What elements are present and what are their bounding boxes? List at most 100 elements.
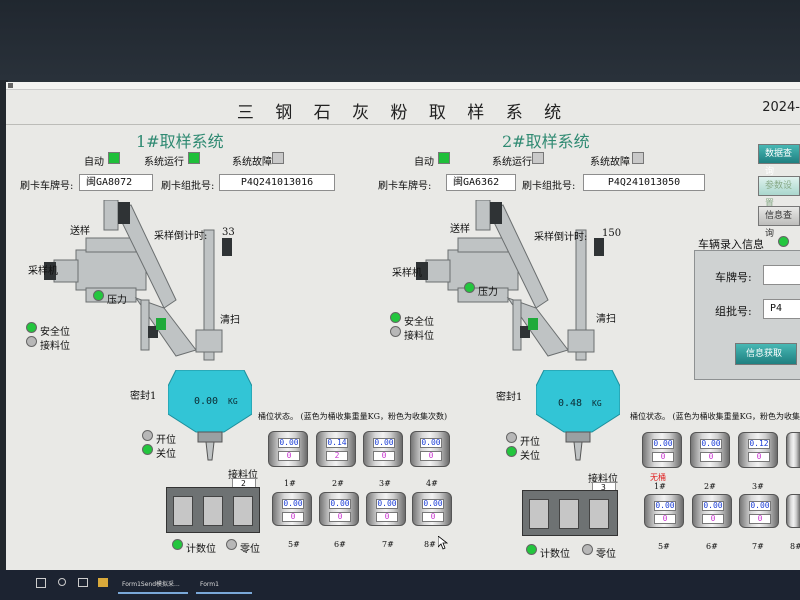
taskbar-app-2[interactable]: Form1: [196, 576, 252, 594]
task-view-icon[interactable]: [78, 578, 88, 587]
system1-card-plate-label: 刷卡车牌号:: [20, 181, 74, 192]
system1-hopper: [168, 370, 252, 461]
app-icon: [8, 83, 13, 88]
system2-bucket-6-label: 6#: [706, 542, 718, 551]
vehicle-plate-label: 车牌号:: [715, 271, 752, 284]
system2-machine-label: 采样机: [392, 268, 422, 279]
mouse-cursor-icon: [438, 536, 448, 550]
system2-weight: 0.48: [558, 398, 583, 409]
system1-fault-indicator: [272, 152, 284, 164]
system1-bucket-2-label: 2#: [332, 479, 344, 488]
system1-receive-label: 接料位: [40, 341, 70, 352]
params-settings-button[interactable]: 参数设置: [758, 176, 800, 209]
bucket-count: 2: [326, 451, 348, 461]
vehicle-plate-input[interactable]: [763, 265, 800, 285]
file-explorer-icon[interactable]: [98, 578, 108, 587]
system2-card-batch-field[interactable]: P4Q241013050: [583, 174, 705, 191]
bucket-weight: 0.00: [278, 438, 300, 448]
system1-bucket-8-label: 8#: [424, 540, 436, 549]
system1-zero-led: [226, 539, 237, 550]
system1-pressure-led: [93, 290, 104, 301]
bucket-count: 0: [749, 514, 771, 524]
bucket-weight: 0.00: [373, 438, 395, 448]
system2-bucket-2-label: 2#: [704, 482, 716, 491]
info-query-button[interactable]: 信息查询: [758, 206, 800, 239]
system2-recv-pos-label: 接料位: [588, 474, 618, 485]
system2-card-batch-label: 刷卡组批号:: [522, 181, 576, 192]
system2-fault-indicator: [632, 152, 644, 164]
system2-bucket-8[interactable]: [786, 494, 800, 528]
taskbar-app-1[interactable]: Form1Send模拟采...: [118, 576, 188, 594]
system2-count-label: 计数位: [540, 549, 570, 560]
start-icon[interactable]: [36, 578, 46, 588]
system2-receive-led: [390, 326, 401, 337]
system2-run-label: 系统运行: [492, 157, 532, 168]
bucket-weight: 0.14: [326, 438, 348, 448]
system1-run-label: 系统运行: [144, 157, 184, 168]
system2-bucket-3[interactable]: 0.12 0: [738, 432, 778, 468]
system2-receive-label: 接料位: [404, 331, 434, 342]
system1-bucket-6-label: 6#: [334, 540, 346, 549]
system1-card-plate-field[interactable]: 闽GA8072: [79, 174, 153, 191]
data-query-button[interactable]: 数据查询: [758, 144, 800, 177]
system1-receive-led: [26, 336, 37, 347]
system1-bucket-4-label: 4#: [426, 479, 438, 488]
system2-bucket-1-label: 1#: [654, 482, 666, 491]
system1-bucket-3-label: 3#: [379, 479, 391, 488]
date-display: 2024-: [762, 100, 800, 115]
system1-card-batch-label: 刷卡组批号:: [161, 181, 215, 192]
system2-bucket-4[interactable]: [786, 432, 800, 468]
system1-auto-label: 自动: [84, 157, 104, 168]
system1-count-label: 计数位: [186, 544, 216, 555]
system2-auto-indicator: [438, 152, 450, 164]
system2-card-plate-field[interactable]: 闽GA6362: [446, 174, 516, 191]
system1-bucket-2[interactable]: 0.14 2: [316, 431, 356, 467]
bucket-count: 0: [422, 512, 444, 522]
page-title: 三 钢 石 灰 粉 取 样 系 统: [236, 103, 570, 123]
system2-no-bucket-label: 无桶: [650, 473, 666, 482]
system2-bucket-3-label: 3#: [752, 482, 764, 491]
system1-open-label: 开位: [156, 435, 176, 446]
system1-open-led: [142, 430, 153, 441]
bucket-count: 0: [748, 452, 770, 462]
system2-zero-label: 零位: [596, 549, 616, 560]
bucket-count: 0: [702, 514, 724, 524]
system1-weight-unit: KG: [228, 397, 238, 406]
system1-bucket-5-label: 5#: [288, 540, 300, 549]
system1-card-batch-field[interactable]: P4Q241013016: [219, 174, 335, 191]
system1-bucket-status: 桶位状态。 (蓝色为桶收集重量KG，粉色为收集次数): [258, 412, 448, 421]
system2-fault-label: 系统故障: [590, 157, 630, 168]
system2-zero-led: [582, 544, 593, 555]
system1-close-label: 关位: [156, 449, 176, 460]
system1-countdown-label: 采样倒计时:: [154, 231, 208, 242]
system1-weight: 0.00: [194, 396, 219, 407]
system2-run-indicator: [532, 152, 544, 164]
system1-seal-label: 密封1: [130, 391, 157, 402]
system1-bucket-7-label: 7#: [382, 540, 394, 549]
fetch-info-button[interactable]: 信息获取: [735, 343, 797, 365]
system1-bucket-1[interactable]: 0.00 0: [268, 431, 308, 467]
title-divider: [6, 124, 800, 125]
vehicle-batch-input[interactable]: P4: [763, 299, 800, 319]
search-icon[interactable]: [58, 578, 66, 586]
system2-card-plate-label: 刷卡车牌号:: [378, 181, 432, 192]
vehicle-batch-label: 组批号:: [715, 305, 752, 318]
bucket-weight: 0.00: [282, 499, 304, 509]
bucket-weight: 0.00: [700, 439, 722, 449]
bucket-count: 0: [278, 451, 300, 461]
taskbar: Form1Send模拟采... Form1: [0, 570, 800, 600]
bucket-weight: 0.12: [748, 439, 770, 449]
system2-open-led: [506, 432, 517, 443]
